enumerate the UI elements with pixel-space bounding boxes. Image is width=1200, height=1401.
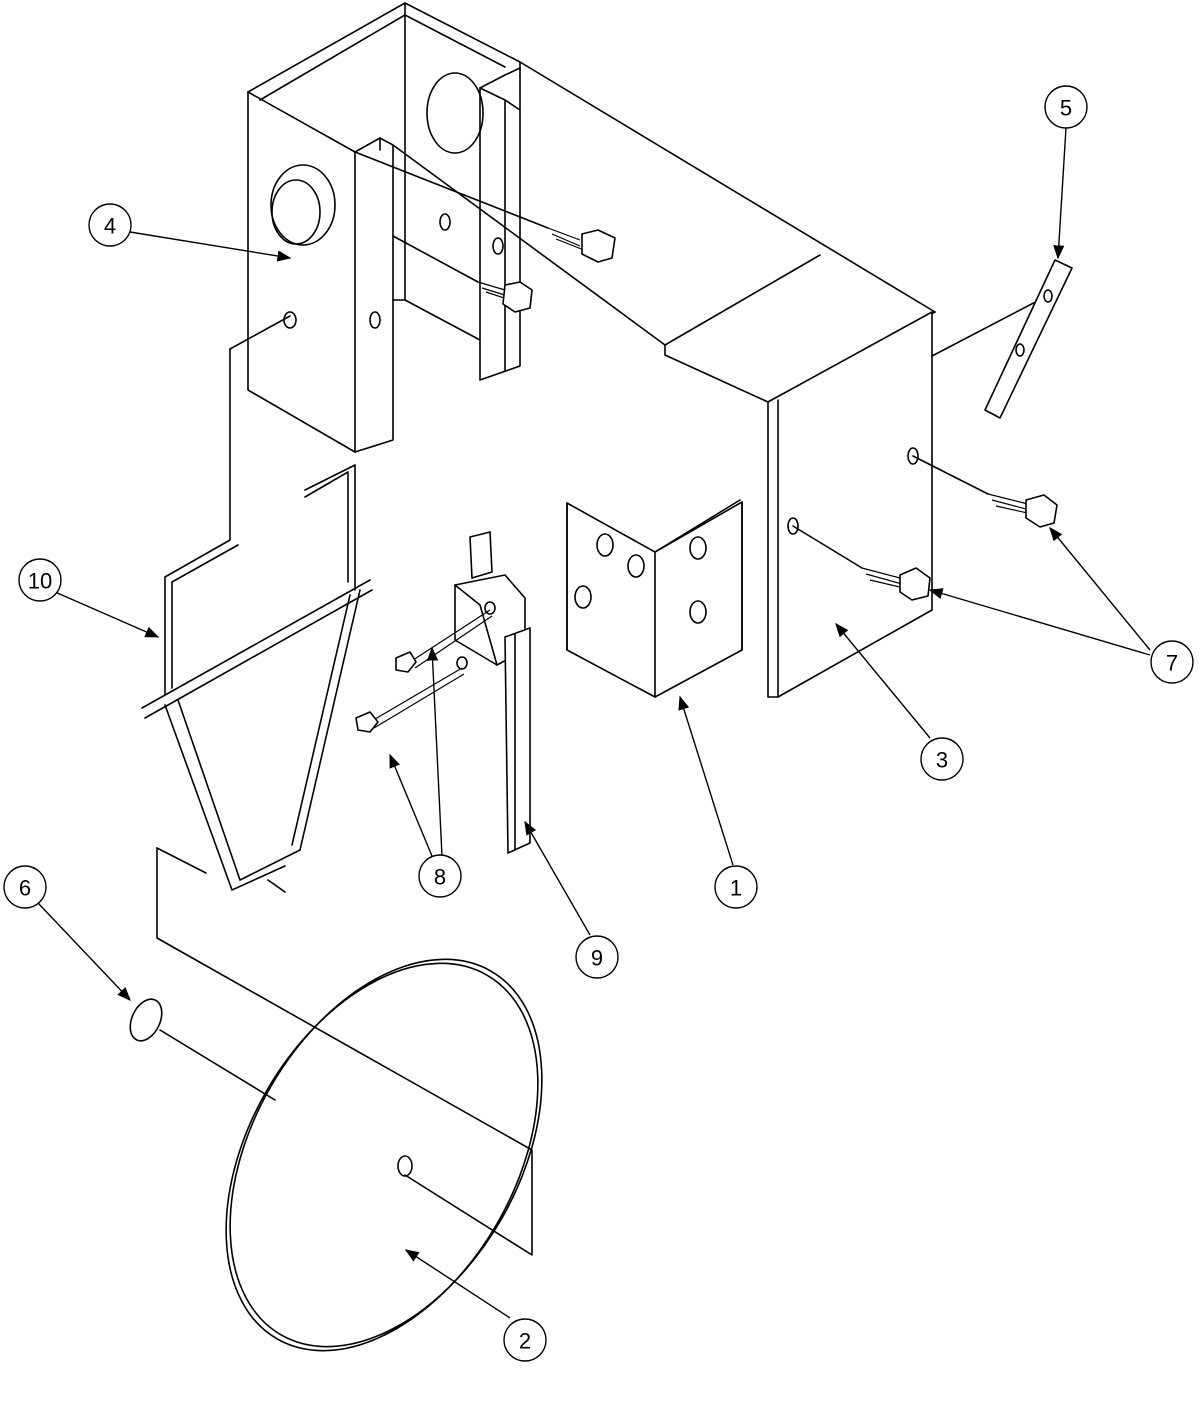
washer-part-6 — [129, 998, 276, 1101]
disc-part-2 — [156, 847, 543, 1352]
callout-6: 6 — [3, 865, 47, 909]
callout-10-label: 10 — [28, 569, 52, 594]
callout-4-label: 4 — [104, 214, 116, 239]
callout-10: 10 — [18, 558, 62, 602]
callout-9: 9 — [575, 935, 619, 979]
hex-bolts — [354, 151, 1058, 601]
callout-6-label: 6 — [19, 876, 31, 901]
bracket-housing — [247, 2, 1046, 698]
callout-1-label: 1 — [730, 876, 742, 901]
callout-9-label: 9 — [591, 946, 603, 971]
callout-7: 7 — [1150, 640, 1194, 684]
callout-8: 8 — [418, 854, 462, 898]
callout-3: 3 — [920, 737, 964, 781]
callout-5: 5 — [1044, 85, 1088, 129]
callout-1: 1 — [714, 865, 758, 909]
leader-lines — [37, 127, 1151, 1319]
strap-part-5 — [984, 259, 1073, 419]
callout-5-label: 5 — [1060, 96, 1072, 121]
callout-4: 4 — [88, 203, 132, 247]
callout-2-label: 2 — [519, 1329, 531, 1354]
screws-part-8 — [355, 609, 493, 733]
angle-bracket-part-1 — [566, 499, 743, 698]
callout-3-label: 3 — [936, 748, 948, 773]
callout-7-label: 7 — [1166, 651, 1178, 676]
callout-2: 2 — [503, 1318, 547, 1362]
callout-8-label: 8 — [434, 865, 446, 890]
wire-bracket-part-10 — [141, 315, 373, 893]
switch-assembly — [454, 531, 531, 854]
